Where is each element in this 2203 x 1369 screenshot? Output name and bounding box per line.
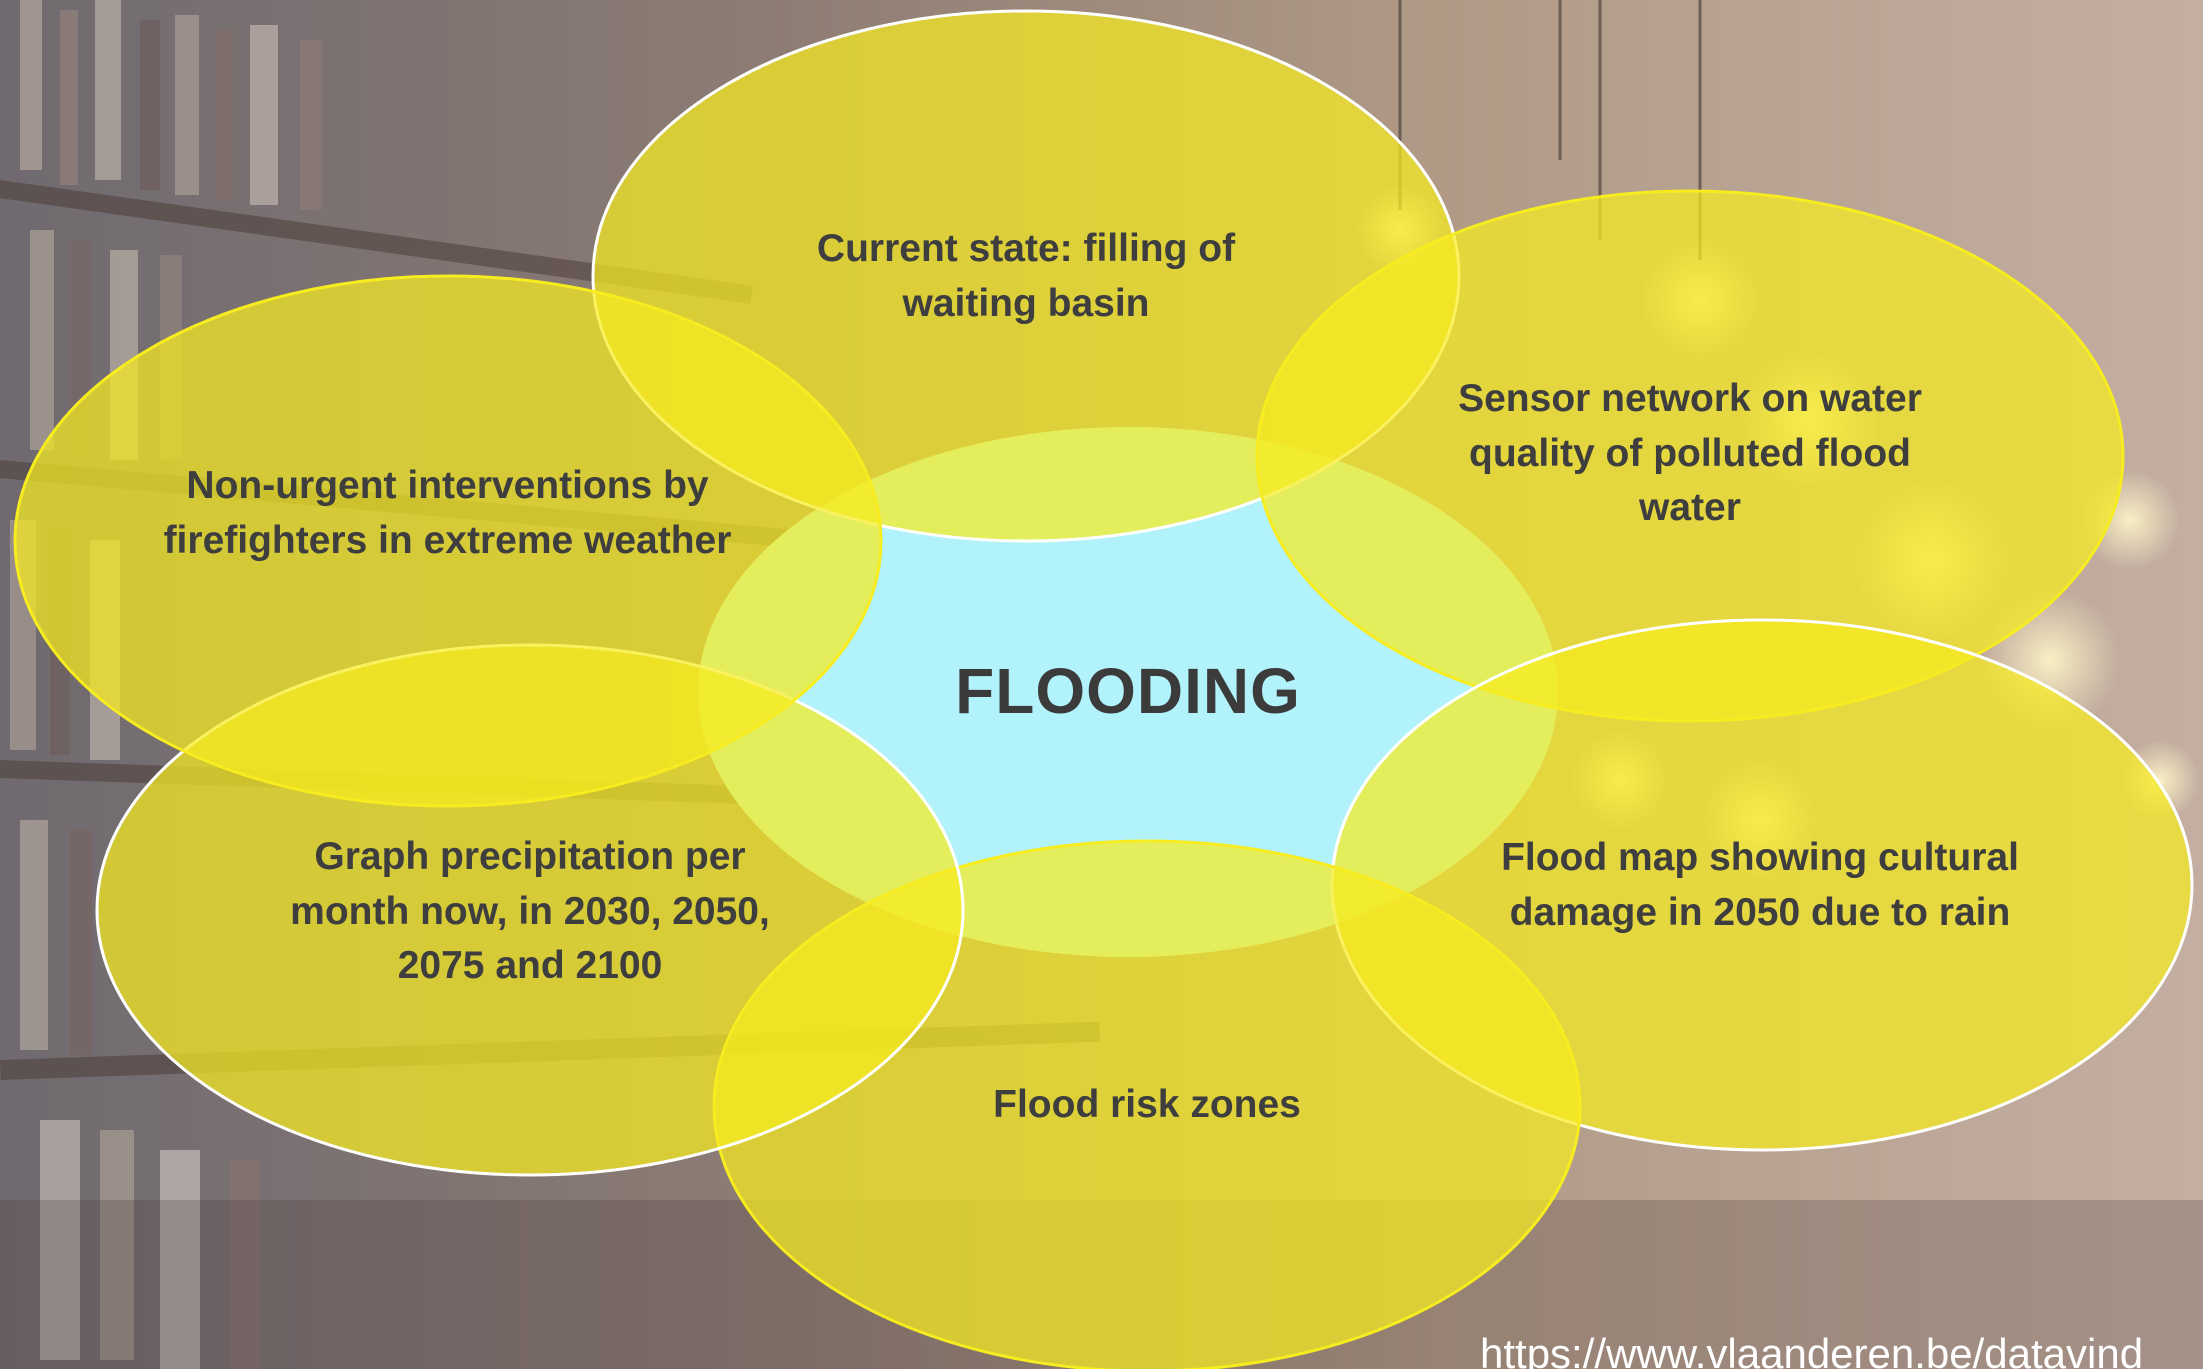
petal-lower-left-label: Graph precipitation per month now, in 20…: [290, 835, 770, 988]
petal-bottom-label: Flood risk zones: [993, 1083, 1301, 1126]
petal-top-label: Current state: filling of waiting basin: [816, 227, 1236, 325]
petal-lower-right-label: Flood map showing cultural damage in 205…: [1501, 836, 2019, 934]
petal-upper-right-label: Sensor network on water quality of pollu…: [1458, 377, 1922, 530]
petal-upper-left-label: Non-urgent interventions by firefighters…: [163, 464, 732, 562]
source-url-link[interactable]: https://www.vlaanderen.be/datavind: [1480, 1330, 2144, 1369]
center-label: FLOODING: [955, 655, 1301, 727]
petal-upper-left-ellipse: [13, 274, 883, 808]
